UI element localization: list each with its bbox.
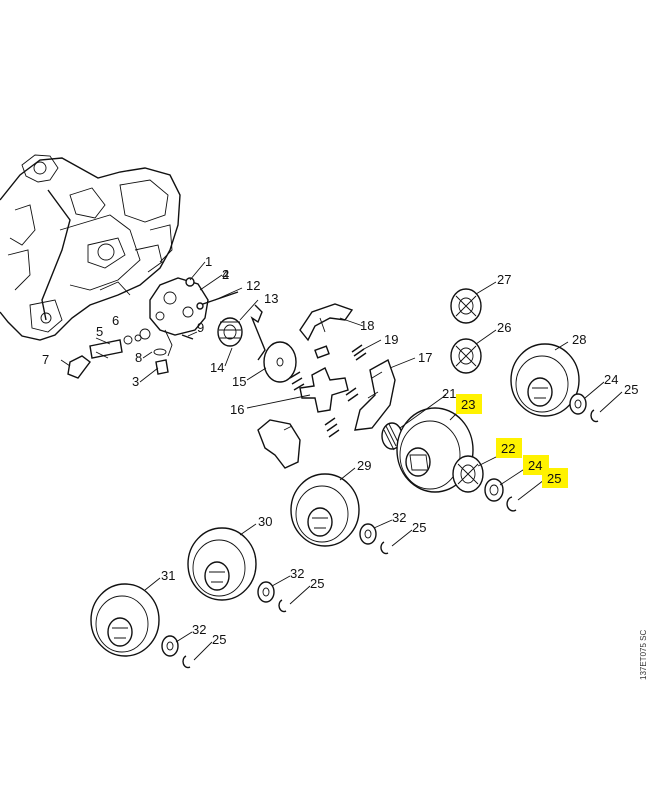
disc-washer [263,341,297,383]
callout-25-drum-30: 25 [310,576,324,591]
callout-7: 7 [42,352,49,367]
callout-31: 31 [161,568,175,583]
callout-15: 15 [232,374,246,389]
callout-16: 16 [230,402,244,417]
callout-18: 18 [360,318,374,333]
callout-22: 22 [501,441,515,456]
callout-9: 9 [197,320,204,335]
callout-4: 4 [222,267,229,282]
callout-27: 27 [497,272,511,287]
highlight-22 [496,438,522,458]
clutch-drum-29 [290,473,389,555]
highlight-23 [456,394,482,414]
callout-32-drum-31: 32 [192,622,206,637]
callout-29: 29 [357,458,371,473]
callout-17: 17 [418,350,432,365]
rim-sprocket-22 [452,455,484,493]
callout-13: 13 [264,291,278,306]
leader-lines [60,261,623,661]
callout-6: 6 [112,313,119,328]
callout-3: 3 [132,374,139,389]
clutch-shoe-left [257,419,301,469]
highlight-boxes [456,394,568,488]
e-clip-25 [506,496,517,512]
clutch-drum-30 [187,527,287,613]
callout-1: 1 [205,254,212,269]
clutch-carrier [289,367,359,438]
worm-gear [217,304,266,361]
callout-25-drum-28: 25 [624,382,638,397]
callout-5: 5 [96,324,103,339]
callout-32-drum-30: 32 [290,566,304,581]
washer-24 [484,478,504,502]
crankcase-housing [0,154,181,341]
clutch-drum-28 [510,343,599,423]
oil-pump-housing [149,277,209,357]
callout-8: 8 [135,350,142,365]
callout-25-highlighted: 25 [547,471,561,486]
callout-2: 2 [222,267,229,282]
clutch-drum-31 [90,583,191,669]
rim-sprocket-26 [450,338,482,374]
drawing-code: 137ET075 SC [639,630,648,680]
callout-30: 30 [258,514,272,529]
highlight-25 [542,468,568,488]
callout-21: 21 [442,386,456,401]
callout-25-drum-31: 25 [212,632,226,647]
clutch-springs [314,344,367,361]
callout-32-drum-29: 32 [392,510,406,525]
callout-12: 12 [246,278,260,293]
callout-23: 23 [461,397,475,412]
callout-28: 28 [572,332,586,347]
clutch-shoe-right [354,358,396,431]
small-parts [67,291,239,379]
callout-26: 26 [497,320,511,335]
callout-24-highlighted: 24 [528,458,542,473]
callout-24-drum-28: 24 [604,372,618,387]
rim-sprocket-27 [450,288,482,324]
callout-labels: 1 2 3 4 5 6 7 8 9 12 13 14 15 16 17 18 1… [42,254,638,647]
callout-14: 14 [210,360,224,375]
callout-25-drum-29: 25 [412,520,426,535]
clutch-shoe-top [299,303,354,342]
callout-19: 19 [384,332,398,347]
